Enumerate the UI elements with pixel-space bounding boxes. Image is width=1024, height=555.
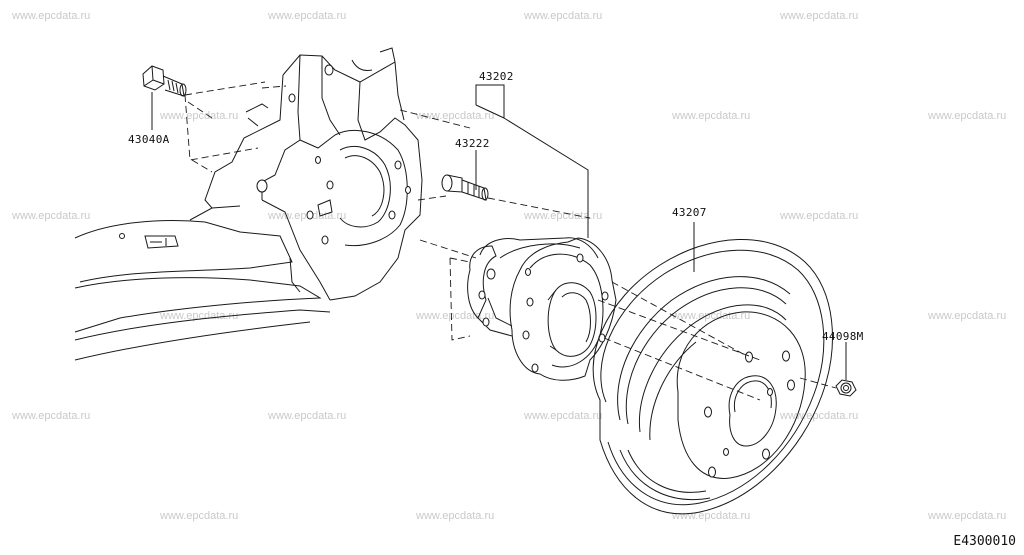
axle-beam (74, 205, 331, 361)
label-hub-assembly[interactable]: 43202 (479, 70, 514, 83)
hub-bolt-43222-drawing (441, 174, 489, 201)
bolt-43040a-drawing (142, 65, 187, 97)
label-bolt[interactable]: 43040A (128, 133, 170, 146)
knuckle-bracket (204, 47, 423, 301)
hub-assembly-drawing (467, 237, 617, 381)
illustration-code: E4300010 (953, 534, 1016, 549)
brake-disc-drawing (592, 238, 833, 515)
leader-lines (151, 84, 847, 380)
label-hub-bolt[interactable]: 43222 (455, 137, 490, 150)
label-nut[interactable]: 44098M (822, 330, 864, 343)
assembly-dashed-lines (184, 81, 837, 401)
nut-44098m-drawing (835, 379, 857, 397)
label-brake-disc[interactable]: 43207 (672, 206, 707, 219)
